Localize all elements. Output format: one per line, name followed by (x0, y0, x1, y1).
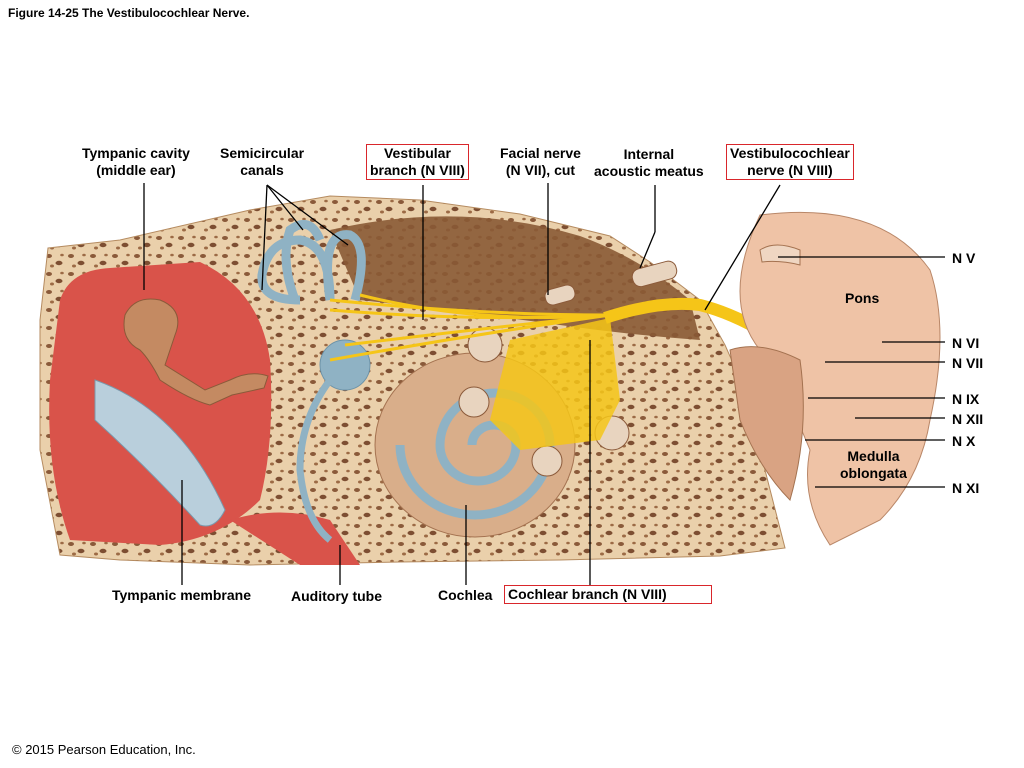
facial-nerve-cut (544, 284, 576, 306)
label-n-x: N X (952, 433, 976, 449)
brainstem (729, 211, 941, 546)
label-n-v: N V (952, 250, 976, 266)
auditory-tube-shape (230, 512, 360, 565)
label-pons: Pons (845, 290, 880, 306)
internal-acoustic-meatus-stub (631, 260, 678, 288)
label-auditory-tube: Auditory tube (291, 588, 382, 604)
label-n-xi: N XI (952, 480, 980, 496)
leader-lines (143, 183, 945, 585)
vestibule (319, 339, 371, 391)
label-cochlear-branch: Cochlear branch (N VIII) (504, 585, 712, 604)
cochlear-nerve-fan (490, 318, 620, 450)
middle-ear-cavity (49, 262, 272, 545)
label-facial-nerve: Facial nerve(N VII), cut (500, 145, 581, 178)
label-n-xii: N XII (952, 411, 984, 427)
label-tympanic-membrane: Tympanic membrane (112, 587, 252, 603)
label-tympanic-cavity: Tympanic cavity(middle ear) (82, 145, 190, 178)
label-n-ix: N IX (952, 391, 980, 407)
vestibular-fibres (329, 293, 611, 362)
figure-title: Figure 14-25 The Vestibulocochlear Nerve… (8, 6, 250, 20)
tympanic-membrane-shape (94, 379, 226, 527)
semicircular-canals-shape (257, 219, 366, 305)
label-cochlea: Cochlea (438, 587, 493, 603)
ossicles (123, 298, 269, 406)
copyright-notice: © 2015 Pearson Education, Inc. (12, 742, 196, 757)
label-n-vi: N VI (952, 335, 980, 351)
label-n-vii: N VII (952, 355, 984, 371)
